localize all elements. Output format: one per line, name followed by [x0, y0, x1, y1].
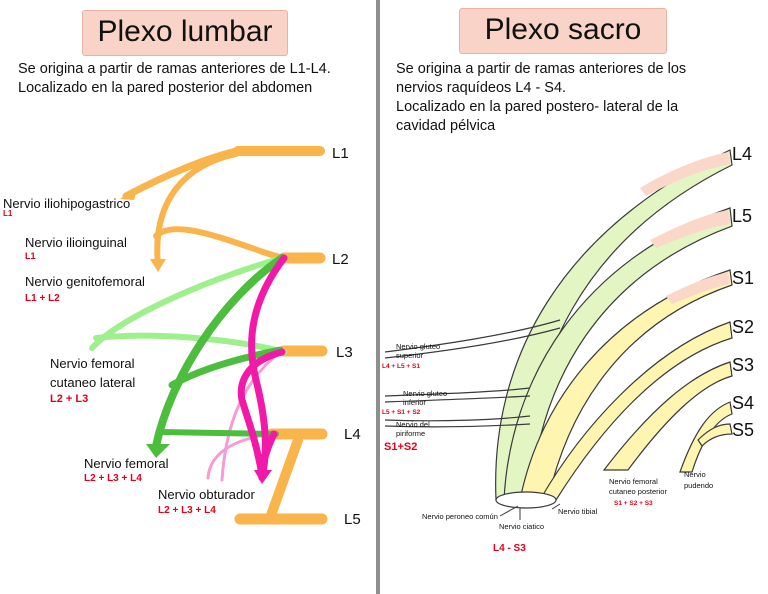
sacral-description-line: Se origina a partir de ramas anteriores …	[396, 61, 687, 77]
sacral-root-label: S4	[732, 393, 754, 413]
nerve-label-common-peroneal: Nervio peroneo común	[422, 512, 498, 521]
nerve-roots-genitofemoral: L1 + L2	[25, 293, 60, 304]
sacral-root-tips	[640, 152, 730, 304]
sacral-root-label: S5	[732, 420, 754, 440]
nerve-roots-inferior-gluteal: L5 + S1 + S2	[382, 409, 421, 416]
nerve-label-ilioinguinal: Nervio ilioinguinal	[25, 235, 127, 250]
lumbar-plexus-panel: Plexo lumbar Se origina a partir de rama…	[0, 0, 376, 594]
nerve-roots-femoral: L2 + L3 + L4	[84, 473, 142, 484]
lumbar-root-label: L2	[332, 251, 349, 268]
femoral-branch	[152, 254, 286, 450]
sacral-plexus-title: Plexo sacro	[459, 8, 667, 54]
femoral-arrow	[146, 444, 170, 458]
nerve-label-inferior-gluteal: Nervio gluteo	[403, 389, 447, 398]
tibial-pointer	[551, 503, 561, 510]
sacral-root-label: S1	[732, 268, 754, 288]
sacral-description-line: Localizado en la pared postero- lateral …	[396, 99, 679, 115]
nerve-label-lateral-femoral-cutaneous: cutaneo lateral	[50, 375, 135, 390]
nerve-roots-sciatic: L4 - S3	[493, 543, 526, 554]
lumbar-root-label: L4	[344, 426, 361, 443]
lumbar-root-label: L1	[332, 145, 349, 162]
panel-divider	[376, 0, 380, 594]
lumbar-description-line: Se origina a partir de ramas anteriores …	[18, 61, 331, 77]
ilioinguinal-arrow	[150, 259, 166, 272]
nerve-roots-superior-gluteal: L4 + L5 + S1	[382, 363, 420, 370]
lumbar-plexus-diagram: L1 L2 L3 L4 L5 Nervio iliohipogastrico L…	[3, 145, 361, 528]
nerve-roots-obturator: L2 + L3 + L4	[158, 505, 216, 516]
nerve-roots-iliohypogastric: L1	[3, 209, 13, 218]
l4-l5-trunk	[265, 435, 303, 523]
lateral-femoral-cutaneous-branch	[89, 255, 287, 355]
sacral-root-label: L5	[732, 206, 752, 226]
lumbar-root-label: L3	[336, 344, 353, 361]
lumbar-description-line: Localizado en la pared posterior del abd…	[18, 80, 313, 96]
nerve-label-posterior-femoral-cutaneous: cutaneo posterior	[609, 487, 667, 496]
ilioinguinal-branch	[154, 151, 239, 268]
nerve-label-iliohypogastric: Nervio iliohipogastrico	[3, 196, 130, 211]
lumbar-orange-branches	[122, 146, 328, 525]
nerve-label-pudendal: Nervio	[684, 470, 706, 479]
lumbar-root-label: L5	[344, 511, 361, 528]
obturator-arrow	[254, 470, 272, 484]
nerve-label-superior-gluteal: Nervio gluteo	[396, 342, 440, 351]
sacral-description-line: cavidad pélvica	[396, 118, 496, 134]
nerve-label-sciatic: Nervio ciatico	[499, 522, 544, 531]
sacral-root-bands	[495, 149, 733, 501]
nerve-label-tibial: Nervio tibial	[558, 507, 598, 516]
lumbar-plexus-description: Se origina a partir de ramas anteriores …	[18, 60, 331, 98]
genitofemoral-branch	[153, 226, 288, 261]
peroneal-pointer	[499, 505, 519, 517]
sacral-plexus-panel: Plexo sacro Se origina a partir de ramas…	[380, 0, 768, 594]
sacral-description-line: nervios raquídeos L4 - S4.	[396, 80, 567, 96]
nerve-label-lateral-femoral-cutaneous: Nervio femoral	[50, 356, 135, 371]
nerve-roots-ilioinguinal: L1	[25, 251, 36, 261]
nerve-roots-posterior-femoral-cutaneous: S1 + S2 + S3	[614, 500, 653, 507]
sacral-root-label: S3	[732, 355, 754, 375]
nerve-label-superior-gluteal: superior	[396, 351, 424, 360]
nerve-roots-piriformis: S1+S2	[384, 441, 417, 453]
lumbar-plexus-title: Plexo lumbar	[82, 10, 288, 56]
sacral-plexus-diagram: L4 L5 S1 S2 S3 S4 S5 Nervio gluteo super…	[382, 144, 754, 554]
sacral-left-branches	[384, 319, 561, 428]
nerve-label-genitofemoral: Nervio genitofemoral	[25, 274, 145, 289]
nerve-label-posterior-femoral-cutaneous: Nervio femoral	[609, 477, 658, 486]
nerve-label-femoral: Nervio femoral	[84, 456, 169, 471]
sacral-plexus-description: Se origina a partir de ramas anteriores …	[396, 60, 686, 136]
nerve-roots-lateral-femoral-cutaneous: L2 + L3	[50, 393, 88, 405]
sacral-root-label: L4	[732, 144, 752, 164]
sacral-root-label: S2	[732, 317, 754, 337]
iliohypogastric-arrow	[120, 186, 138, 200]
nerve-label-obturator: Nervio obturador	[158, 487, 255, 502]
nerve-label-pudendal: pudendo	[684, 481, 713, 490]
nerve-label-piriformis: piriforme	[396, 429, 425, 438]
nerve-label-piriformis: Nervio del	[396, 420, 430, 429]
sciatic-bundle	[495, 491, 557, 509]
nerve-label-inferior-gluteal: inferior	[403, 398, 426, 407]
